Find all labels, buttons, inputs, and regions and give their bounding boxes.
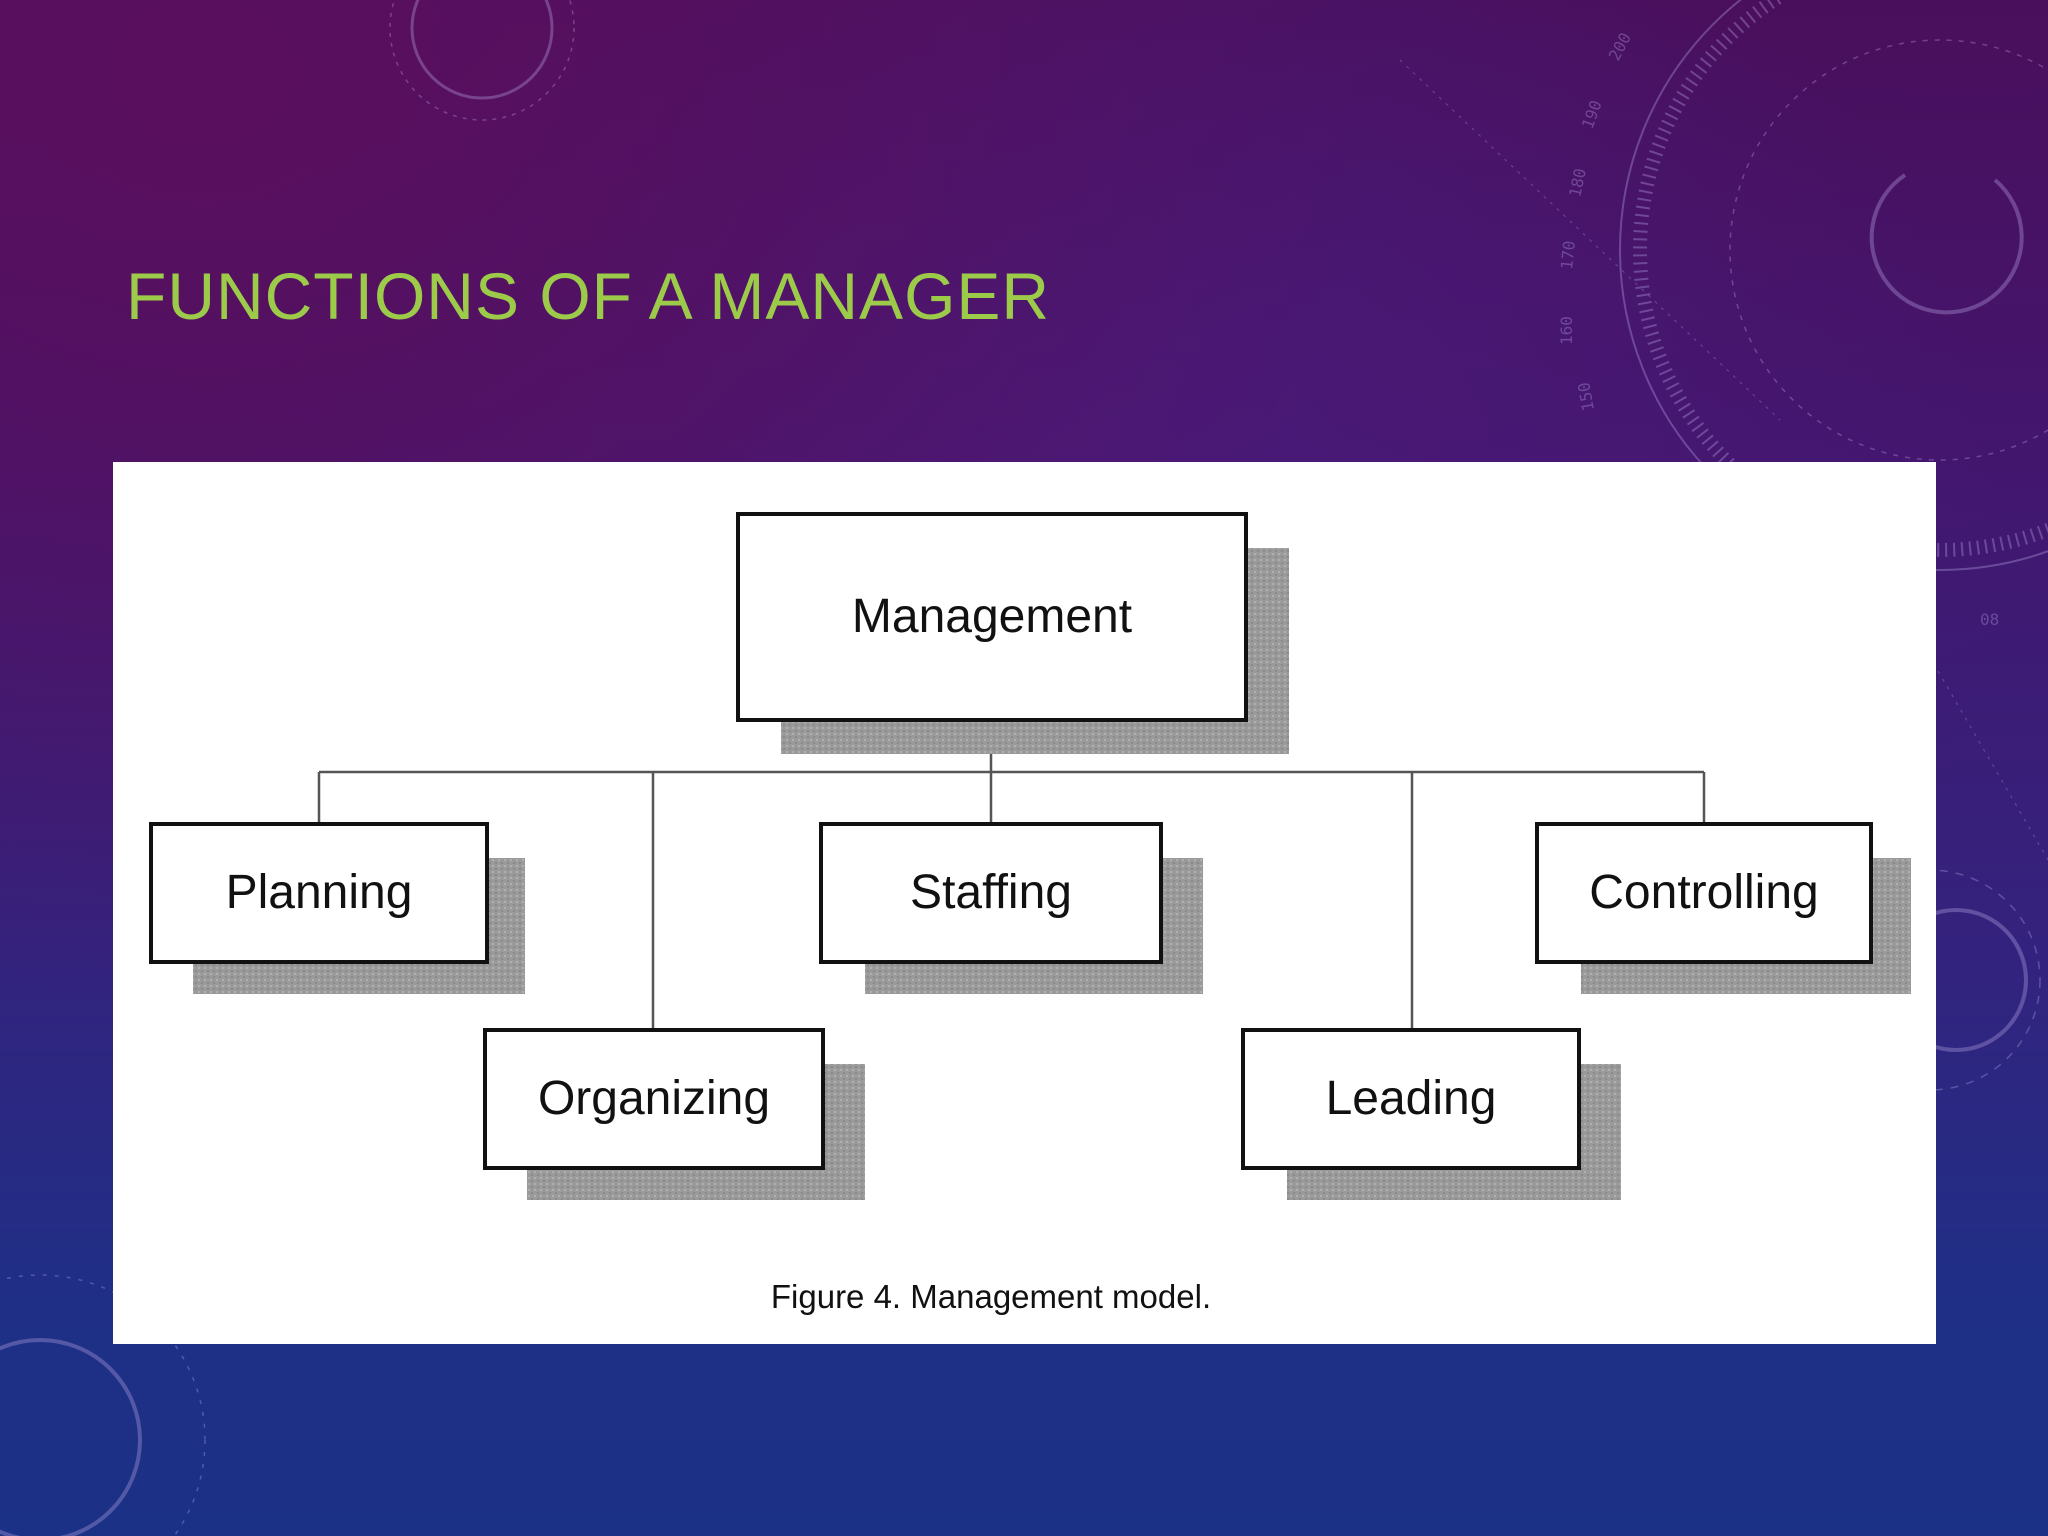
dial-tick-label: 08: [1980, 610, 1999, 629]
staffing-node: Staffing: [819, 822, 1203, 994]
leading-node: Leading: [1241, 1028, 1621, 1200]
management-node: Management: [736, 512, 1289, 754]
figure-panel: Management Planning Staffing Controlling…: [113, 462, 1936, 1344]
connector-lines: [317, 720, 1706, 1028]
ring-top-left: [410, 0, 554, 100]
box-frame: [1535, 822, 1873, 964]
leading-label: Leading: [1326, 1072, 1497, 1125]
staffing-label: Staffing: [910, 866, 1072, 919]
dial-tick-label: 150: [1574, 381, 1598, 413]
controlling-node: Controlling: [1535, 822, 1911, 994]
box-frame: [1241, 1028, 1581, 1170]
ring-right-middle: [1929, 908, 2028, 1052]
dial-tick-label: 180: [1565, 167, 1590, 199]
dial-tick-label: 160: [1557, 316, 1576, 345]
box-frame: [736, 512, 1248, 722]
organizing-label: Organizing: [538, 1072, 770, 1125]
box-frame: [483, 1028, 825, 1170]
planning-label: Planning: [226, 866, 413, 919]
slide-title: FUNCTIONS OF A MANAGER: [126, 259, 1051, 333]
planning-node: Planning: [149, 822, 525, 994]
box-frame: [149, 822, 489, 964]
dial-tick-label: 190: [1578, 98, 1606, 132]
dial-tick-label: 200: [1605, 29, 1635, 63]
controlling-label: Controlling: [1589, 866, 1818, 919]
box-frame: [819, 822, 1163, 964]
organizing-node: Organizing: [483, 1028, 865, 1200]
dial-inner-arc: [1869, 173, 2024, 315]
ring-bottom-left: [0, 1338, 142, 1536]
figure-caption: Figure 4. Management model.: [771, 1278, 1211, 1315]
management-label: Management: [852, 590, 1132, 643]
dial-tick-label: 170: [1557, 240, 1579, 271]
management-diagram: Management Planning Staffing Controlling…: [149, 512, 1911, 1315]
